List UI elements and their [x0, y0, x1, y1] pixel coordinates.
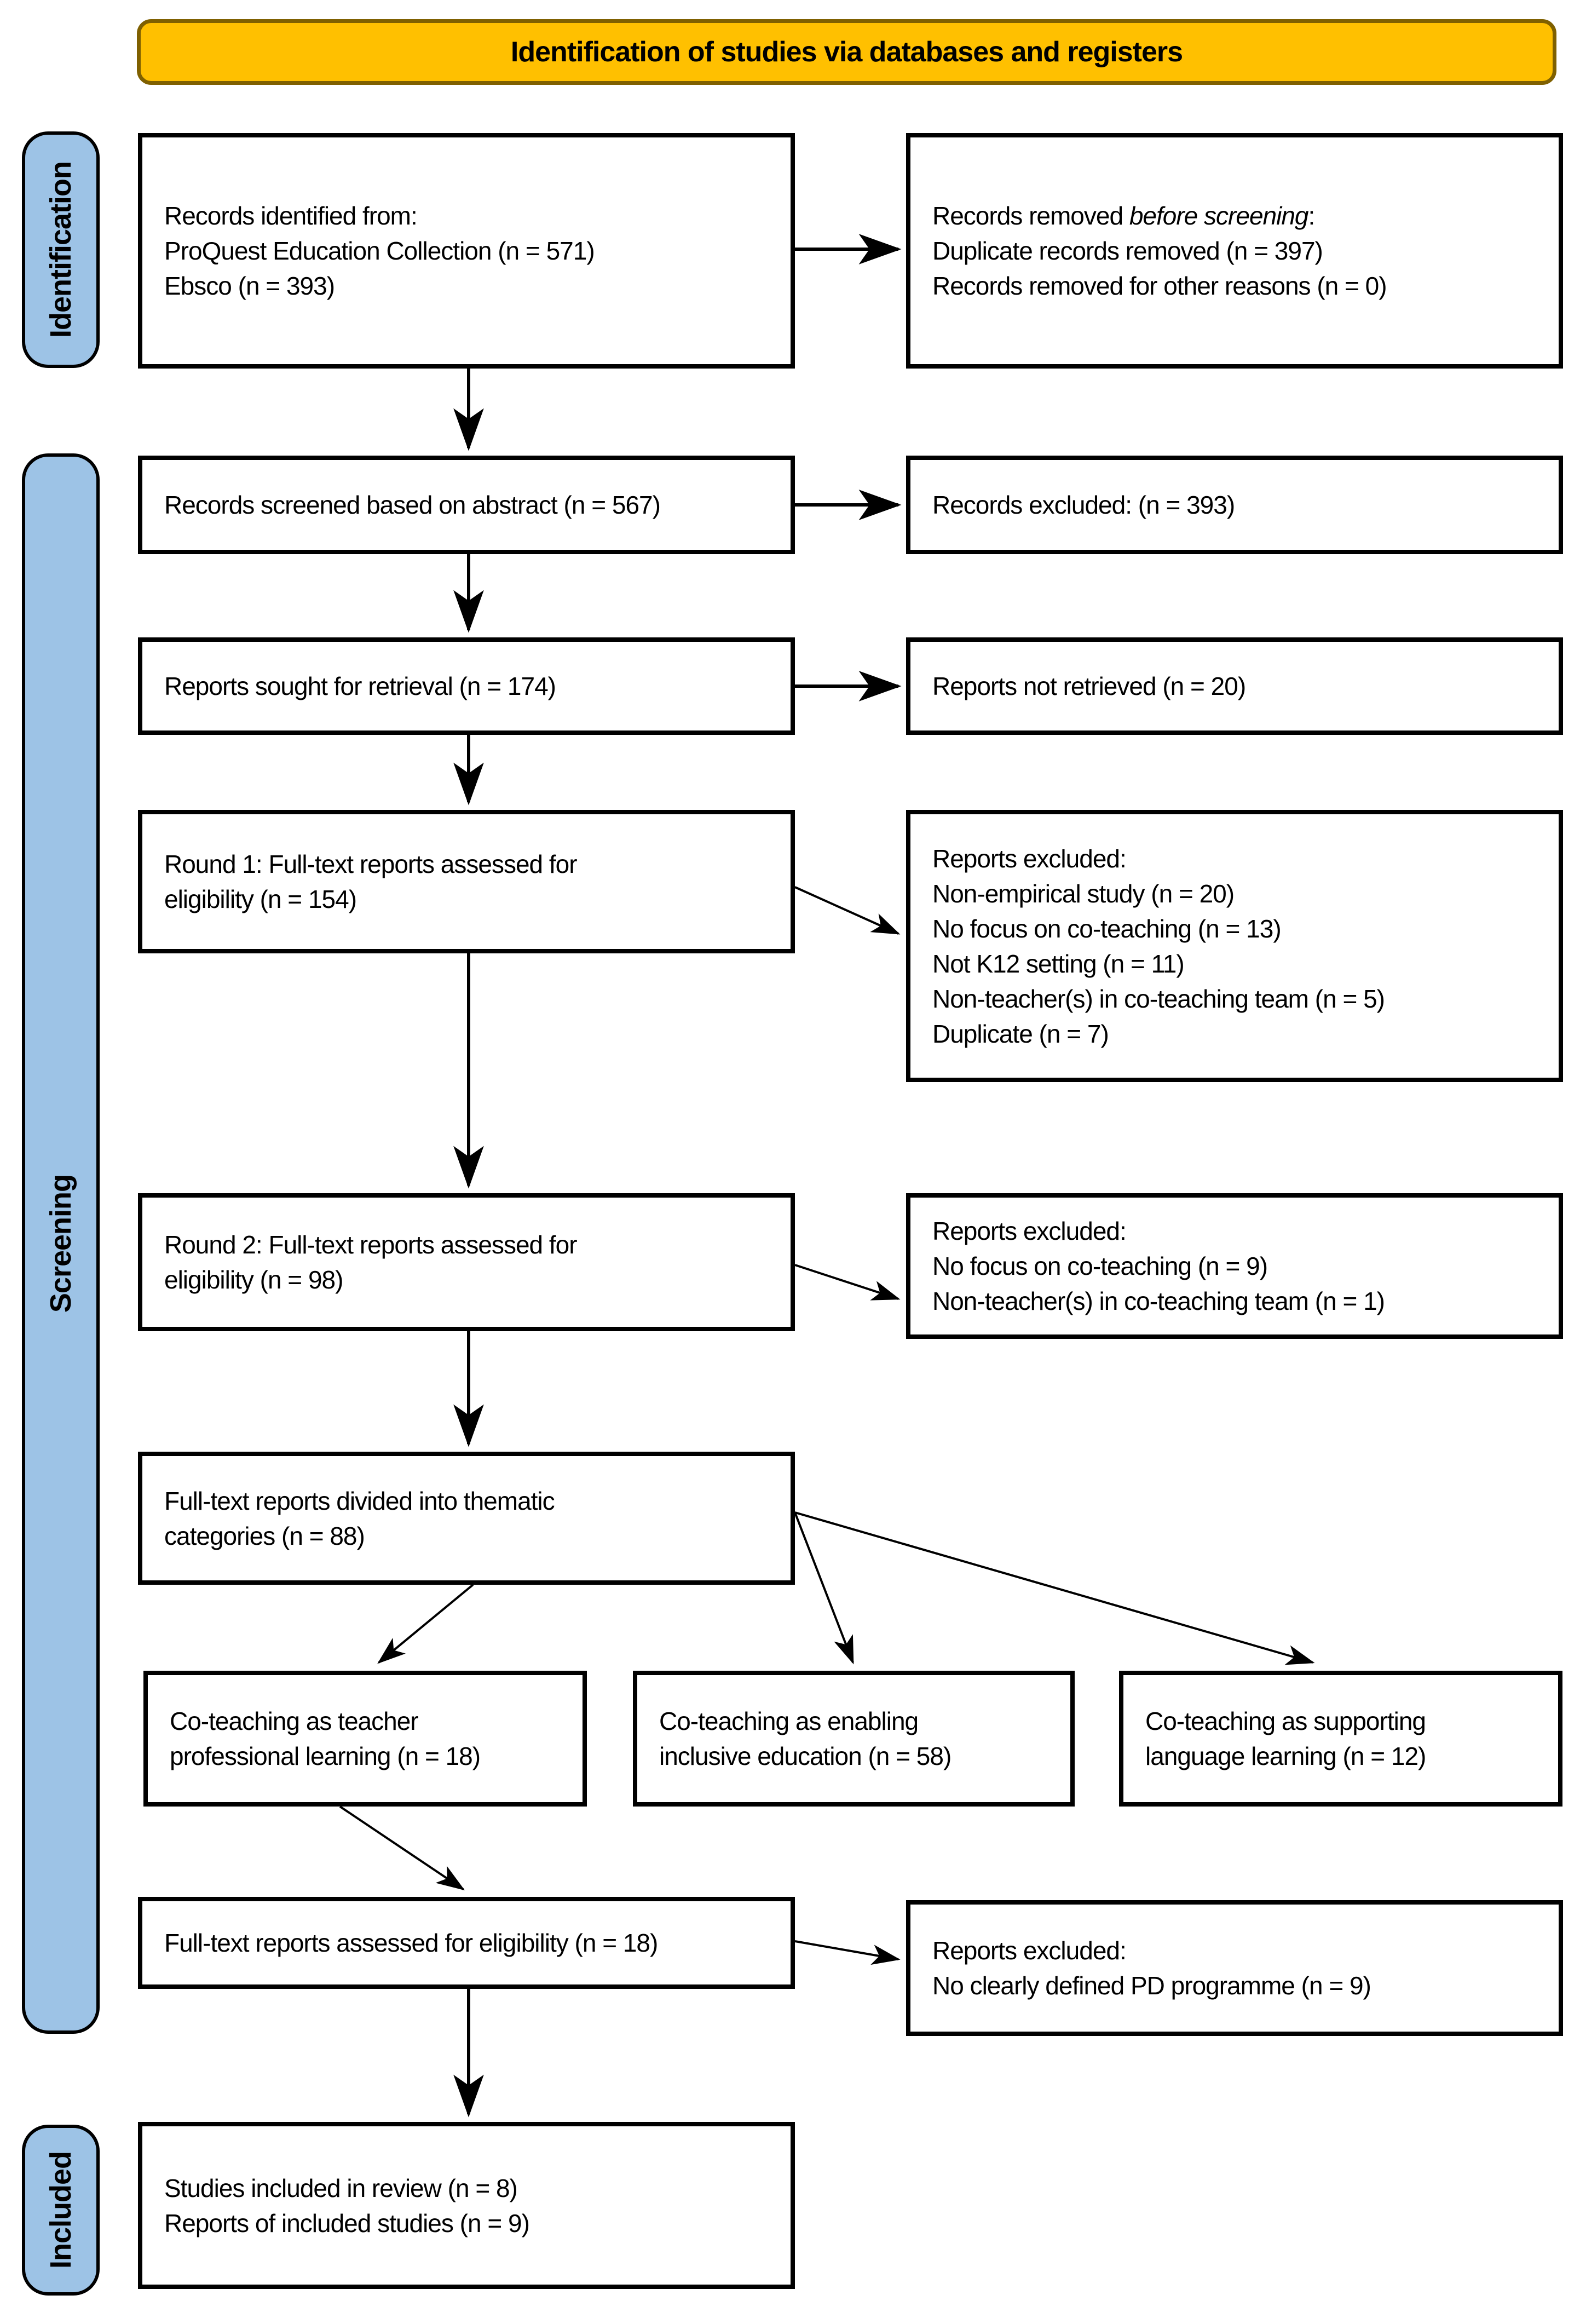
box-line: Reports excluded:: [932, 844, 1127, 873]
box-round2-eligibility: Round 2: Full-text reports assessed for …: [138, 1193, 795, 1331]
box-line: Non-empirical study (n = 20): [932, 879, 1235, 908]
box-records-excluded: Records excluded: (n = 393): [906, 456, 1563, 554]
box-line: language learning (n = 12): [1145, 1742, 1426, 1770]
box-line: Duplicate records removed (n = 397): [932, 237, 1323, 265]
box-studies-included: Studies included in review (n = 8) Repor…: [138, 2122, 795, 2289]
box-reports-not-retrieved: Reports not retrieved (n = 20): [906, 637, 1563, 735]
stage-bar-screening: Screening: [22, 453, 100, 2034]
box-round1-reports-excluded: Reports excluded: Non-empirical study (n…: [906, 810, 1563, 1082]
box-line: Records removed for other reasons (n = 0…: [932, 272, 1387, 300]
box-line: Not K12 setting (n = 11): [932, 949, 1185, 978]
box-line: Records removed before screening:: [932, 202, 1315, 230]
box-line: Non-teacher(s) in co-teaching team (n = …: [932, 984, 1385, 1013]
box-thematic-categories: Full-text reports divided into thematic …: [138, 1452, 795, 1585]
box-line: Records excluded: (n = 393): [932, 491, 1235, 519]
stage-label-identification: Identification: [44, 162, 77, 338]
box-pd-reports-excluded: Reports excluded: No clearly defined PD …: [906, 1900, 1563, 2036]
box-category-inclusive-education: Co-teaching as enabling inclusive educat…: [633, 1671, 1075, 1807]
box-line: Ebsco (n = 393): [164, 272, 335, 300]
box-line: Reports excluded:: [932, 1936, 1127, 1965]
box-line: Co-teaching as enabling: [659, 1707, 919, 1735]
italic-before-screening: before screening: [1129, 202, 1309, 230]
box-line: Co-teaching as supporting: [1145, 1707, 1426, 1735]
box-line: Reports not retrieved (n = 20): [932, 672, 1246, 700]
box-line: Full-text reports divided into thematic: [164, 1486, 555, 1515]
box-line: professional learning (n = 18): [170, 1742, 481, 1770]
box-category-professional-learning: Co-teaching as teacher professional lear…: [143, 1671, 587, 1807]
box-line: Full-text reports assessed for eligibili…: [164, 1929, 658, 1957]
arrow-fulltext18-to-pdexcluded: [794, 1940, 901, 1965]
box-line: Round 1: Full-text reports assessed for: [164, 850, 578, 878]
box-line: Reports excluded:: [932, 1217, 1127, 1245]
box-round1-eligibility: Round 1: Full-text reports assessed for …: [138, 810, 795, 953]
stage-bar-included: Included: [22, 2125, 100, 2296]
stage-bar-identification: Identification: [22, 131, 100, 368]
box-line: Round 2: Full-text reports assessed for: [164, 1230, 578, 1259]
stage-label-included: Included: [44, 2151, 77, 2269]
box-line: inclusive education (n = 58): [659, 1742, 952, 1770]
box-line: Non-teacher(s) in co-teaching team (n = …: [932, 1287, 1385, 1315]
arrow-thematic-to-language: [794, 1511, 1315, 1665]
box-line: categories (n = 88): [164, 1521, 365, 1550]
box-records-screened: Records screened based on abstract (n = …: [138, 456, 795, 554]
box-line: Co-teaching as teacher: [170, 1707, 419, 1735]
banner-identification-via-databases: Identification of studies via databases …: [137, 19, 1556, 85]
box-line: Records identified from:: [164, 202, 418, 230]
box-fulltext-assessed-18: Full-text reports assessed for eligibili…: [138, 1897, 795, 1989]
box-line: No focus on co-teaching (n = 13): [932, 914, 1282, 943]
box-category-language-learning: Co-teaching as supporting language learn…: [1119, 1671, 1562, 1807]
box-line: Reports sought for retrieval (n = 174): [164, 672, 556, 700]
box-line: No clearly defined PD programme (n = 9): [932, 1971, 1371, 2000]
box-records-removed: Records removed before screening: Duplic…: [906, 133, 1563, 369]
box-line: Reports of included studies (n = 9): [164, 2208, 530, 2237]
box-reports-sought: Reports sought for retrieval (n = 174): [138, 637, 795, 735]
banner-label: Identification of studies via databases …: [510, 36, 1183, 68]
box-round2-reports-excluded: Reports excluded: No focus on co-teachin…: [906, 1193, 1563, 1339]
stage-label-screening: Screening: [44, 1174, 77, 1313]
box-line: ProQuest Education Collection (n = 571): [164, 237, 595, 265]
box-line: eligibility (n = 154): [164, 885, 357, 913]
box-line: No focus on co-teaching (n = 9): [932, 1252, 1268, 1280]
box-line: Records screened based on abstract (n = …: [164, 491, 661, 519]
box-line: Studies included in review (n = 8): [164, 2173, 518, 2202]
box-line: Duplicate (n = 7): [932, 1019, 1109, 1048]
arrow-professional-to-fulltext18: [339, 1805, 465, 1891]
arrow-thematic-to-inclusive: [794, 1512, 854, 1665]
arrow-thematic-to-professional: [377, 1584, 474, 1664]
arrow-round1-to-excluded: [794, 886, 901, 935]
box-line: eligibility (n = 98): [164, 1265, 343, 1294]
arrow-round2-to-excluded: [794, 1264, 901, 1301]
box-records-identified: Records identified from: ProQuest Educat…: [138, 133, 795, 369]
